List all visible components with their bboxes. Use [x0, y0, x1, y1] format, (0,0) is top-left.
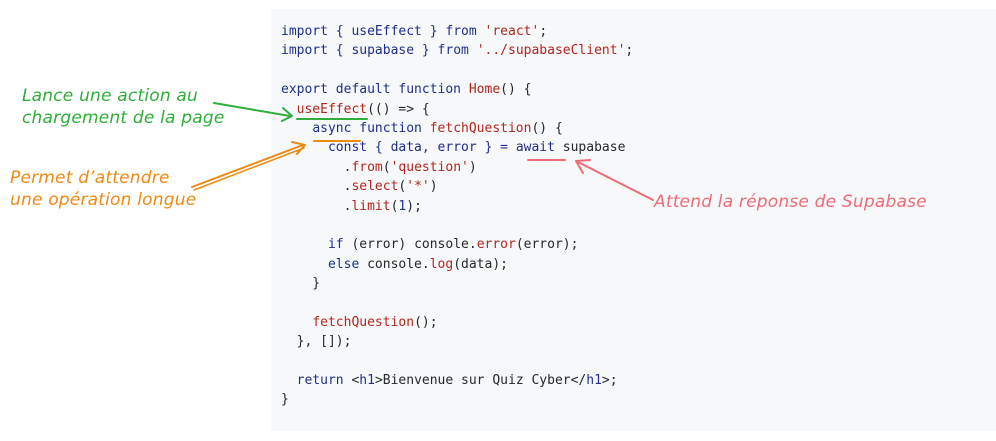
- code-token: (() => {: [367, 101, 430, 117]
- code-line: }, []);: [281, 332, 633, 351]
- code-token: from: [437, 43, 477, 59]
- code-token: >;: [601, 373, 618, 389]
- useeffect-arrow: [213, 102, 291, 117]
- code-token: ): [468, 159, 477, 175]
- code-token: (error);: [515, 237, 579, 253]
- code-token: async function: [312, 120, 430, 136]
- code-token: return: [281, 373, 352, 389]
- code-token: 1: [398, 198, 407, 214]
- code-line: }: [281, 390, 633, 409]
- code-token: from: [445, 24, 485, 39]
- code-token: select: [351, 179, 399, 195]
- code-line: const { data, error } = await supabase: [281, 138, 633, 157]
- code-line: import { supabase } from '../supabaseCli…: [281, 41, 633, 60]
- useeffect-arrowhead: [281, 107, 293, 122]
- async-arrow: [191, 144, 304, 188]
- code-token: );: [406, 198, 422, 214]
- await-arrow: [577, 161, 654, 201]
- code-token: log: [429, 256, 454, 272]
- annotation-useeffect: Lance une action au chargement de la pag…: [22, 86, 225, 128]
- code-token: h1: [586, 373, 602, 389]
- code-token: useEffect: [296, 101, 368, 117]
- code-token: (: [390, 198, 399, 214]
- code-token: limit: [351, 198, 391, 214]
- code-token: 'react': [484, 24, 540, 39]
- code-line: useEffect(() => {: [281, 100, 633, 119]
- code-token: export default function: [281, 82, 469, 98]
- code-token: h1: [359, 373, 375, 389]
- code-token: (error) console.: [351, 237, 477, 253]
- code-token: }: [281, 392, 289, 408]
- code-token: .: [281, 179, 352, 195]
- annotation-async: Permet d’attendre une opération longue: [10, 168, 197, 210]
- code-token: (: [398, 179, 407, 195]
- code-line: }: [281, 274, 633, 293]
- code-token: const { data, error } =: [281, 140, 516, 156]
- code-token: >Bienvenue sur Quiz Cyber</: [374, 373, 587, 389]
- code-token: import { useEffect }: [281, 24, 446, 39]
- code-line: export default function Home() {: [281, 80, 633, 99]
- await-arrowhead: [575, 159, 591, 174]
- code-token: ();: [414, 314, 438, 330]
- code-token: ): [429, 179, 438, 195]
- code-line: fetchQuestion();: [281, 313, 633, 332]
- code-token: .: [281, 198, 352, 214]
- code-token: from: [351, 159, 383, 175]
- code-token: () {: [531, 120, 563, 136]
- code-token: supabase: [554, 140, 626, 156]
- code-token: <: [351, 373, 360, 389]
- code-token: .: [281, 159, 352, 175]
- code-token: fetchQuestion: [312, 314, 415, 330]
- code-token: }: [281, 276, 321, 292]
- code-token: ;: [625, 43, 634, 59]
- code-line: .limit(1);: [281, 197, 633, 216]
- code-token: '*': [406, 179, 430, 195]
- code-panel: [271, 9, 996, 431]
- code-token: (: [382, 159, 391, 175]
- code-line: import { useEffect } from 'react';: [281, 22, 633, 41]
- code-token: '../supabaseClient': [476, 43, 626, 59]
- code-token: console.: [367, 256, 430, 272]
- code-token: await: [515, 140, 555, 156]
- code-token: 'question': [390, 159, 469, 175]
- code-line: .from('question'): [281, 158, 633, 177]
- code-token: if: [281, 237, 352, 253]
- code-line: if (error) console.error(error);: [281, 235, 633, 254]
- code-line: async function fetchQuestion() {: [281, 119, 633, 138]
- code-token: Home: [468, 82, 501, 98]
- code-block: import { useEffect } from 'react';import…: [281, 22, 633, 410]
- code-token: () {: [500, 82, 532, 98]
- code-token: else: [281, 256, 368, 272]
- code-token: }, []);: [281, 334, 352, 350]
- code-line: .select('*'): [281, 177, 633, 196]
- async-arrowhead: [291, 141, 306, 155]
- code-token: ;: [539, 24, 548, 39]
- code-line: else console.log(data);: [281, 255, 633, 274]
- annotation-await: Attend la réponse de Supabase: [654, 192, 927, 212]
- code-token: error: [476, 237, 516, 253]
- code-token: (data);: [453, 256, 508, 272]
- code-token: import { supabase }: [281, 43, 438, 59]
- code-token: fetchQuestion: [429, 120, 532, 136]
- code-line: return <h1>Bienvenue sur Quiz Cyber</h1>…: [281, 371, 633, 390]
